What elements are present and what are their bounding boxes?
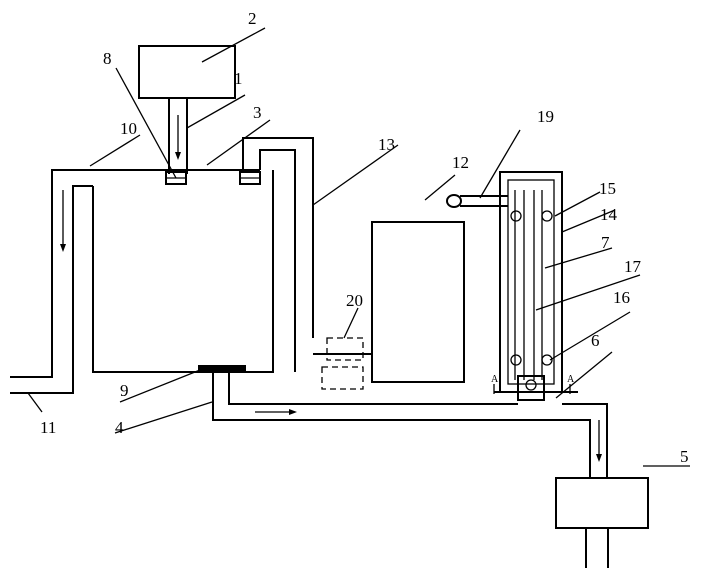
- pipe-13: [242, 137, 372, 372]
- top-box: [138, 45, 236, 174]
- label-9: 9: [120, 381, 129, 400]
- vertical-assembly: [446, 171, 578, 401]
- label-6: 6: [591, 331, 600, 350]
- label-14: 14: [600, 205, 618, 224]
- label-13: 13: [378, 135, 395, 154]
- label-8: 8: [103, 49, 112, 68]
- label-11: 11: [40, 418, 56, 437]
- label-19: 19: [537, 107, 554, 126]
- label-3: 3: [253, 103, 262, 122]
- label-20: 20: [346, 291, 363, 310]
- label-4: 4: [115, 418, 124, 437]
- pipe-4: [212, 372, 608, 478]
- label-17: 17: [624, 257, 642, 276]
- main-tank: [92, 169, 274, 373]
- label-12: 12: [452, 153, 469, 172]
- section-label-left: A: [491, 374, 499, 385]
- label-5: 5: [680, 447, 689, 466]
- overflow-pipe: [10, 169, 93, 394]
- device-20: [321, 337, 364, 390]
- label-1: 1: [234, 69, 243, 88]
- number-labels: 2 1 8 3 10 13 12 19 15 14 7 17 16 6 20 9…: [40, 9, 689, 466]
- box-12: [371, 221, 465, 383]
- section-label-right: A: [567, 374, 575, 385]
- label-15: 15: [599, 179, 616, 198]
- label-2: 2: [248, 9, 257, 28]
- label-7: 7: [601, 233, 610, 252]
- label-16: 16: [613, 288, 630, 307]
- label-10: 10: [120, 119, 137, 138]
- outlet-box-5: [555, 477, 649, 568]
- leader-lines: [27, 27, 690, 467]
